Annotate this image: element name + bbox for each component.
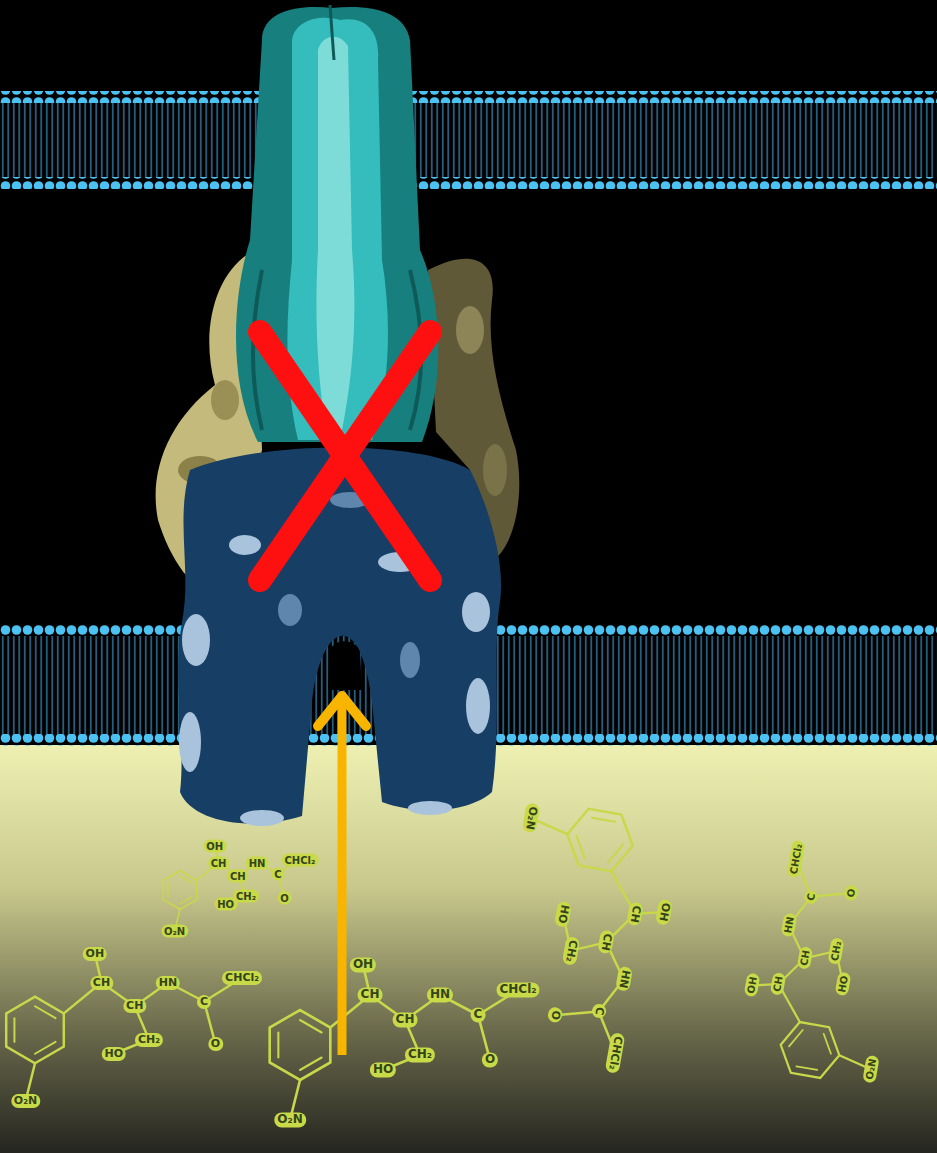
atom-label: O₂N	[161, 925, 188, 938]
chemical-bond	[300, 1058, 322, 1071]
chemical-bond	[35, 1042, 56, 1054]
atom-label: C	[271, 867, 284, 880]
atom-label: HO	[102, 1047, 127, 1061]
atom-label: C	[197, 994, 211, 1008]
atom-label: HN	[427, 987, 453, 1002]
atom-label: CH	[393, 1012, 418, 1027]
atom-label: HO	[554, 900, 572, 927]
atom-label: CH₂	[135, 1032, 163, 1046]
atom-label: CHCl₂	[787, 840, 806, 879]
atom-label: CH₂	[233, 889, 259, 902]
atom-label: CH	[208, 856, 230, 869]
chemical-bond	[796, 1066, 817, 1070]
atom-label: OH	[655, 899, 673, 926]
atom-label: CH	[227, 870, 249, 883]
atom-label: CHCl₂	[222, 971, 262, 985]
atom-label: OH	[83, 947, 108, 961]
outer-membrane	[0, 91, 937, 189]
chemical-bond	[300, 1020, 322, 1033]
atom-label: CH	[597, 930, 615, 955]
atom-label: CH₂	[405, 1047, 435, 1062]
atom-label: CH	[358, 987, 383, 1002]
benzene-ring	[163, 871, 196, 910]
atom-label: O	[843, 885, 858, 902]
benzene-ring	[270, 1010, 331, 1080]
atom-label: O	[277, 892, 292, 905]
atom-label: O	[482, 1052, 498, 1067]
chemical-bond	[180, 897, 192, 904]
atom-label: CH	[770, 972, 787, 996]
chemical-bond	[167, 883, 168, 897]
atom-label: C	[471, 1007, 486, 1022]
atom-label: HO	[370, 1062, 396, 1077]
chemical-bond	[13, 1018, 15, 1042]
atom-label: C	[591, 1003, 607, 1019]
chemical-bond	[180, 876, 192, 883]
atom-label: CH	[796, 947, 813, 971]
atom-label: CHCl₂	[496, 982, 539, 997]
atom-label: OH	[203, 840, 226, 853]
atom-label: HO	[214, 897, 237, 910]
atom-label: CH₂	[561, 936, 580, 966]
benzene-ring	[567, 809, 632, 871]
atom-label: C	[804, 889, 819, 904]
benzene-ring	[781, 1022, 840, 1078]
cytoplasm	[0, 745, 937, 1153]
atom-label: O₂N	[522, 803, 541, 834]
atom-label: CHCl₂	[281, 853, 318, 866]
atom-label: O	[208, 1037, 223, 1051]
atom-label: HN	[780, 913, 797, 938]
chemical-bond	[824, 1034, 831, 1054]
atom-label: CH₂	[827, 937, 844, 965]
atom-label: OH	[744, 973, 761, 998]
atom-label: HN	[156, 975, 180, 989]
atom-label: CH	[123, 999, 146, 1013]
atom-label: HO	[835, 972, 852, 997]
chemical-bond	[577, 836, 585, 858]
chemical-bond	[608, 844, 623, 862]
arrow-shaft	[338, 704, 347, 1055]
atom-label: OH	[350, 957, 376, 972]
atom-label: CHCl₂	[605, 1032, 626, 1074]
atom-label: HN	[615, 966, 633, 992]
blocked-cross	[260, 332, 430, 580]
atom-label: HN	[246, 856, 269, 869]
chemical-bond	[35, 1006, 56, 1018]
chemical-bond	[789, 1030, 803, 1046]
atom-label: O	[546, 1006, 563, 1024]
benzene-ring	[6, 997, 64, 1064]
atom-label: CH	[90, 975, 113, 989]
atom-label: O₂N	[863, 1055, 881, 1084]
chemical-bond	[277, 1033, 279, 1058]
atom-label: CH	[626, 901, 644, 926]
chemical-bond	[592, 818, 615, 822]
atom-label: O₂N	[274, 1112, 306, 1127]
arrow-head	[318, 696, 366, 726]
atom-label: O₂N	[11, 1094, 40, 1108]
